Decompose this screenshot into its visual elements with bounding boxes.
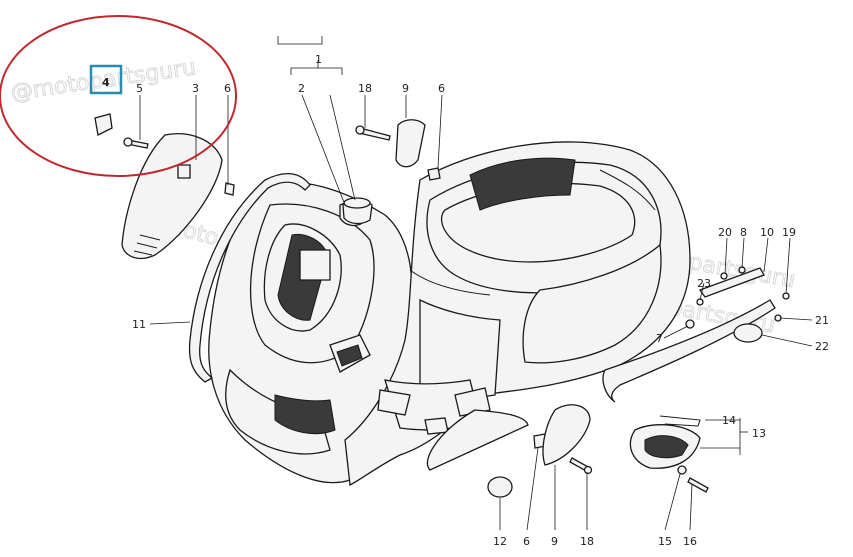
callout-15: 15 (658, 535, 672, 548)
callout-9-top: 9 (402, 82, 409, 95)
callout-20: 20 (718, 226, 732, 239)
callout-18-bottom: 18 (580, 535, 594, 548)
callout-6-top: 6 (438, 82, 445, 95)
callout-23: 23 (697, 277, 711, 290)
part-13-bracket (629, 424, 701, 469)
callout-labels: 1 2 3 4 5 6 6 6 7 8 9 9 10 11 12 13 14 1… (102, 53, 829, 548)
top-bracket-mark (277, 36, 323, 45)
callout-2: 2 (298, 82, 305, 95)
callout-4: 4 (102, 76, 110, 89)
callout-10: 10 (760, 226, 774, 239)
callout-12: 12 (493, 535, 507, 548)
callout-9-bottom: 9 (551, 535, 558, 548)
part-3-glovebox-door (121, 133, 223, 259)
callout-11: 11 (132, 318, 146, 331)
part-4-clip (94, 113, 113, 136)
leg-shield-front (208, 181, 413, 484)
part-12-cap (487, 476, 513, 498)
bracket-1 (290, 67, 343, 75)
callout-6-bottom: 6 (523, 535, 530, 548)
highlight-box (89, 64, 123, 95)
callout-19: 19 (782, 226, 796, 239)
part-9-bracket-bottom (542, 404, 591, 466)
part-22-badge (733, 323, 763, 343)
part-6-grommet-top (427, 167, 441, 181)
part-11-trim-strip (188, 173, 311, 383)
part-16-bolt (687, 477, 709, 493)
part-15-nut (677, 465, 687, 475)
part-20-clip (720, 272, 728, 280)
callout-18-top: 18 (358, 82, 372, 95)
part-2-hook (342, 197, 373, 225)
callout-14: 14 (722, 414, 736, 427)
callout-1: 1 (315, 53, 322, 66)
callout-8: 8 (740, 226, 747, 239)
part-18-bolt-top (355, 125, 391, 141)
part-18-bolt-bottom (569, 457, 593, 475)
callout-16: 16 (683, 535, 697, 548)
part-5-screw (123, 137, 149, 149)
part-9-bracket-top (395, 119, 426, 168)
part-6-grommet-left (224, 182, 235, 196)
callout-22: 22 (815, 340, 829, 353)
callout-13: 13 (752, 427, 766, 440)
callout-6-left: 6 (224, 82, 231, 95)
part-10-side-trim (602, 299, 776, 403)
callout-5: 5 (136, 82, 143, 95)
leader-lines (139, 60, 813, 531)
callout-3: 3 (192, 82, 199, 95)
frame-body (344, 141, 691, 486)
callout-21: 21 (815, 314, 829, 327)
part-14-spring (659, 415, 701, 427)
part-10-upper-strip (698, 267, 765, 298)
callout-7: 7 (656, 332, 663, 345)
highlight-circle (0, 15, 237, 177)
